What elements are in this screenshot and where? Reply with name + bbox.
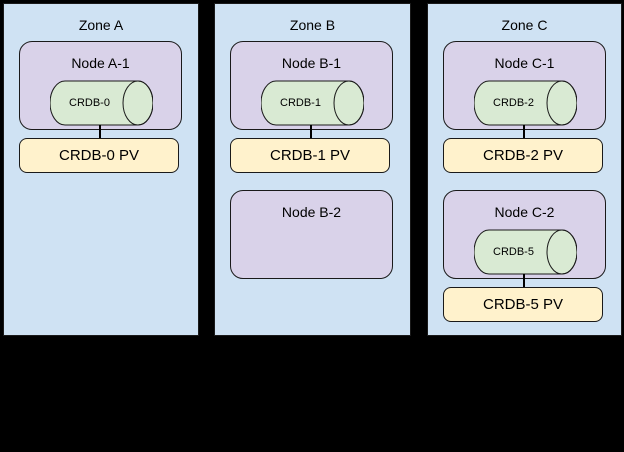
connector-line [310, 125, 312, 139]
pv-crdb-5: CRDB-5 PV [443, 287, 603, 322]
pod-crdb-1: CRDB-1 [261, 80, 364, 126]
pod-crdb-2-label: CRDB-2 [493, 97, 534, 109]
pv-crdb-2-label: CRDB-2 PV [482, 147, 564, 164]
node-a1: Node A-1 CRDB-0 [19, 41, 182, 130]
pv-crdb-1-label: CRDB-1 PV [269, 147, 351, 164]
pod-crdb-5-label: CRDB-5 [493, 246, 534, 258]
cylinder-icon [50, 80, 153, 126]
node-c1-title: Node C-1 [494, 55, 555, 71]
cylinder-icon [474, 80, 577, 126]
zone-c-row-2: Node C-2 CRDB-5 CRDB-5 PV [428, 190, 621, 325]
zone-b: Zone B Node B-1 CRDB-1 CRDB-1 PV Node B-… [214, 3, 411, 336]
pod-crdb-0: CRDB-0 [50, 80, 153, 126]
pv-crdb-2: CRDB-2 PV [443, 138, 603, 173]
zone-c-row-1: Node C-1 CRDB-2 CRDB-2 PV [428, 41, 621, 176]
connector-line [523, 274, 525, 288]
node-b1-title: Node B-1 [281, 55, 342, 71]
pv-crdb-0-label: CRDB-0 PV [58, 147, 140, 164]
cylinder-icon [261, 80, 364, 126]
pv-crdb-1: CRDB-1 PV [230, 138, 390, 173]
node-a1-title: Node A-1 [71, 55, 130, 71]
pod-crdb-0-label: CRDB-0 [69, 97, 110, 109]
zone-b-row-1: Node B-1 CRDB-1 CRDB-1 PV [215, 41, 410, 176]
zone-b-title: Zone B [289, 17, 336, 33]
zone-a: Zone A Node A-1 CRDB-0 CRDB-0 PV [3, 3, 199, 336]
node-b1: Node B-1 CRDB-1 [230, 41, 393, 130]
node-c1: Node C-1 CRDB-2 [443, 41, 606, 130]
node-c2-title: Node C-2 [494, 204, 555, 220]
pv-crdb-5-label: CRDB-5 PV [482, 296, 564, 313]
connector-line [99, 125, 101, 139]
zone-b-row-2: Node B-2 [215, 190, 410, 325]
node-b2: Node B-2 [230, 190, 393, 279]
node-c2: Node C-2 CRDB-5 [443, 190, 606, 279]
zone-a-row-1: Node A-1 CRDB-0 CRDB-0 PV [4, 41, 198, 176]
zone-c-title: Zone C [501, 17, 548, 33]
zone-c: Zone C Node C-1 CRDB-2 CRDB-2 PV Node C-… [427, 3, 622, 336]
pv-crdb-0: CRDB-0 PV [19, 138, 179, 173]
pod-crdb-5: CRDB-5 [474, 229, 577, 275]
pod-crdb-2: CRDB-2 [474, 80, 577, 126]
pod-crdb-1-label: CRDB-1 [280, 97, 321, 109]
zone-a-title: Zone A [78, 17, 124, 33]
connector-line [523, 125, 525, 139]
node-b2-title: Node B-2 [281, 204, 342, 220]
cylinder-icon [474, 229, 577, 275]
